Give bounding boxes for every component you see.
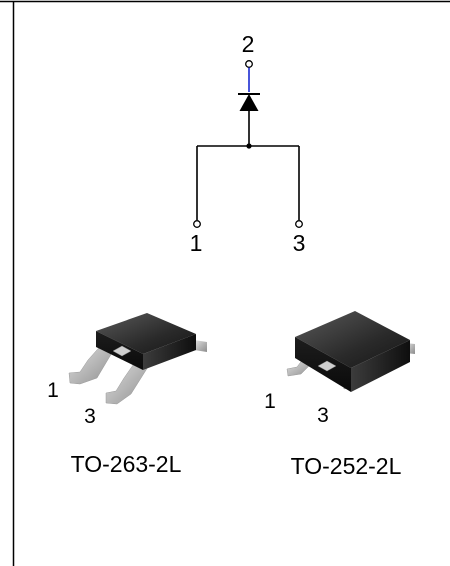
pin-3-terminal bbox=[295, 220, 303, 228]
pin-1-label: 1 bbox=[190, 230, 203, 256]
package-to263: 1 3 TO-263-2L bbox=[47, 313, 207, 477]
to263-pin-3-label: 3 bbox=[84, 405, 96, 428]
to252-body-top bbox=[295, 311, 410, 368]
diode-triangle bbox=[239, 94, 259, 111]
pin-1-terminal bbox=[193, 220, 201, 228]
to263-body-top bbox=[96, 313, 196, 354]
to263-package-name: TO-263-2L bbox=[71, 451, 182, 477]
to252-body-side bbox=[351, 340, 410, 392]
to252-package-name: TO-252-2L bbox=[291, 453, 402, 479]
to252-pin-3-label: 3 bbox=[317, 404, 329, 427]
diode-schematic: 2 1 3 bbox=[190, 31, 306, 256]
to263-lead-1 bbox=[68, 341, 117, 385]
pin-2-terminal bbox=[245, 60, 253, 68]
pin-3-label: 3 bbox=[293, 230, 306, 256]
package-to252: 1 3 TO-252-2L bbox=[264, 311, 415, 479]
to263-center-stub bbox=[112, 345, 132, 357]
to263-body-side bbox=[143, 334, 196, 370]
to263-pin-1-label: 1 bbox=[47, 379, 59, 402]
to263-tab bbox=[194, 340, 207, 352]
to252-pin-1-label: 1 bbox=[264, 390, 276, 413]
to252-center-stub bbox=[317, 360, 337, 372]
pin-2-label: 2 bbox=[242, 31, 255, 57]
